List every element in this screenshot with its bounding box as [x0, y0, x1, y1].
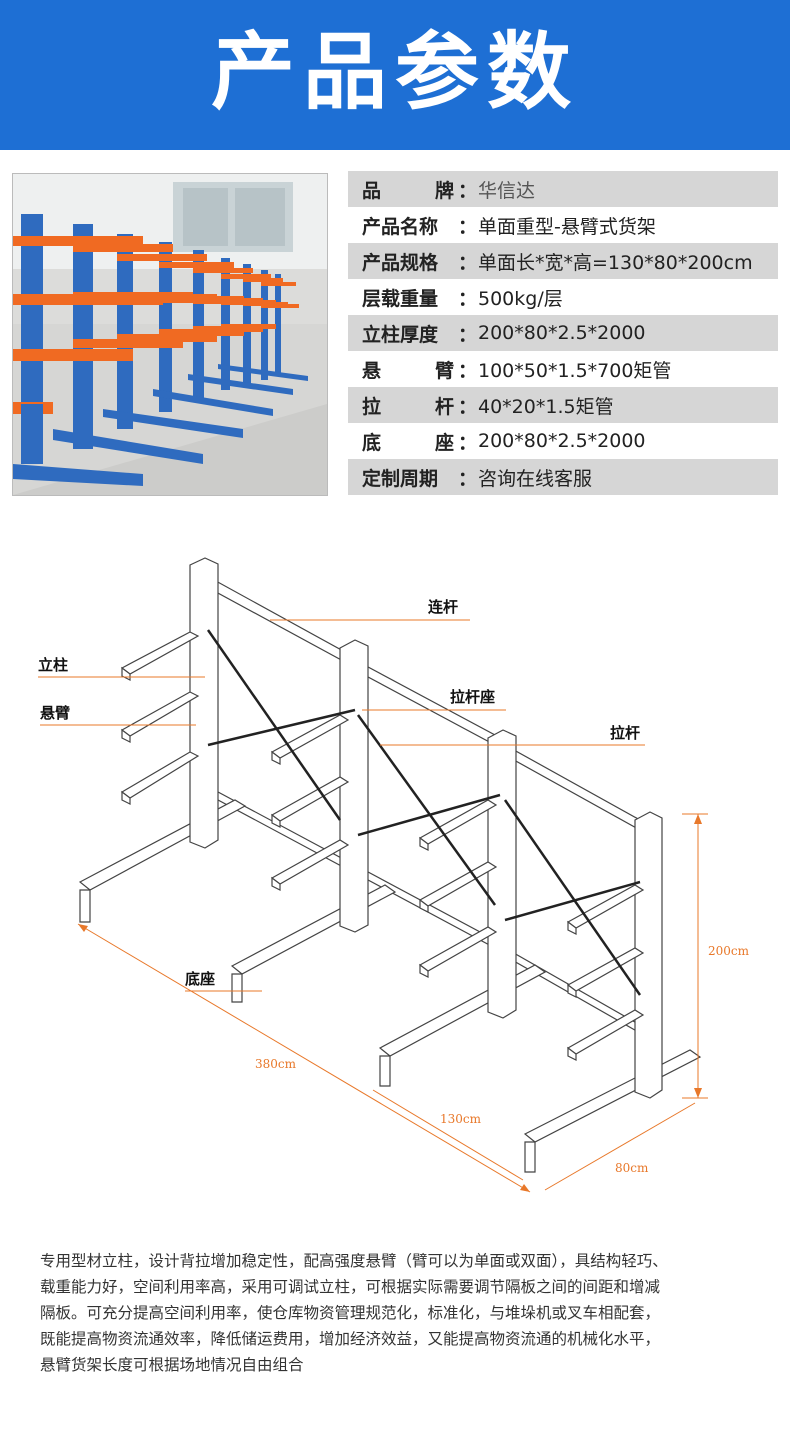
spec-label: 层载重量	[362, 287, 439, 310]
page-title: 产品参数	[210, 23, 579, 121]
spec-label: 底座	[362, 431, 454, 454]
label-la-gan: 拉杆	[610, 724, 640, 742]
spec-label: 拉杆	[362, 395, 454, 418]
spec-row: 立柱厚度 ： 200*80*2.5*2000	[348, 315, 778, 351]
label-di-zuo: 底座	[185, 970, 215, 988]
spec-label: 品牌	[362, 179, 454, 202]
spec-row: 品牌 ： 华信达	[348, 171, 778, 207]
spec-separator: ：	[458, 431, 478, 454]
spec-value: 500kg/层	[478, 287, 563, 310]
dim-bay: 130cm	[440, 1112, 482, 1126]
header-banner: 产品参数	[0, 0, 790, 150]
spec-separator: ：	[458, 359, 478, 382]
spec-separator: ：	[458, 323, 478, 346]
description-line: 专用型材立柱，设计背拉增加稳定性，配高强度悬臂（臂可以为单面或双面），具结构轻巧…	[40, 1252, 668, 1270]
spec-value: 40*20*1.5矩管	[478, 395, 614, 418]
spec-value: 单面长*宽*高=130*80*200cm	[478, 251, 753, 274]
spec-row: 悬臂 ： 100*50*1.5*700矩管	[348, 351, 778, 387]
spec-value: 200*80*2.5*2000	[478, 430, 646, 452]
spec-row: 定制周期 ： 咨询在线客服	[348, 459, 778, 495]
description: 专用型材立柱，设计背拉增加稳定性，配高强度悬臂（臂可以为单面或双面），具结构轻巧…	[40, 1248, 760, 1378]
spec-label: 悬臂	[362, 359, 454, 382]
product-photo	[12, 173, 328, 496]
dim-length: 380cm	[255, 1057, 297, 1071]
spec-value: 单面重型-悬臂式货架	[478, 215, 656, 238]
spec-label: 产品规格	[362, 251, 439, 274]
spec-separator: ：	[458, 179, 478, 202]
rack-diagram-drawing: 连杆 立柱 悬臂 拉杆座 拉杆 底座 200cm 380cm 130cm 80c…	[38, 557, 750, 1193]
spec-label: 定制周期	[362, 467, 439, 490]
spec-separator: ：	[458, 467, 478, 490]
spec-row: 拉杆 ： 40*20*1.5矩管	[348, 387, 778, 423]
spec-row: 层载重量 ： 500kg/层	[348, 279, 778, 315]
spec-separator: ：	[458, 215, 478, 238]
spec-row: 产品规格 ： 单面长*宽*高=130*80*200cm	[348, 243, 778, 279]
description-line: 既能提高物资流通效率，降低储运费用，增加经济效益，又能提高物资流通的机械化水平，	[40, 1330, 661, 1348]
spec-separator: ：	[458, 287, 478, 310]
description-line: 悬臂货架长度可根据场地情况自由组合	[40, 1356, 304, 1374]
spec-value: 100*50*1.5*700矩管	[478, 359, 672, 382]
spec-separator: ：	[458, 395, 478, 418]
spec-label: 立柱厚度	[362, 323, 439, 346]
spec-value: 200*80*2.5*2000	[478, 322, 646, 344]
description-line: 隔板。可充分提高空间利用率，使仓库物资管理规范化，标准化，与堆垛机或叉车相配套，	[40, 1304, 661, 1322]
dim-height: 200cm	[708, 944, 750, 958]
label-li-zhu: 立柱	[38, 656, 68, 674]
label-xuan-bi: 悬臂	[40, 704, 70, 722]
spec-row: 产品名称 ： 单面重型-悬臂式货架	[348, 207, 778, 243]
spec-value: 华信达	[478, 179, 536, 202]
spec-value: 咨询在线客服	[478, 467, 593, 490]
label-lian-gan: 连杆	[428, 598, 458, 616]
spec-row: 底座 ： 200*80*2.5*2000	[348, 423, 778, 459]
spec-table: 品牌 ： 华信达 产品名称 ： 单面重型-悬臂式货架 产品规格 ： 单面长*宽*…	[348, 171, 778, 495]
dim-depth: 80cm	[615, 1161, 649, 1175]
rack-diagram: 连杆 立柱 悬臂 拉杆座 拉杆 底座 200cm 380cm 130cm 80c…	[0, 530, 790, 1220]
description-line: 载重能力好，空间利用率高，采用可调试立柱，可根据实际需要调节隔板之间的间距和增减	[40, 1278, 661, 1296]
spec-label: 产品名称	[362, 215, 439, 238]
spec-separator: ：	[458, 251, 478, 274]
label-la-gan-zuo: 拉杆座	[450, 688, 495, 706]
product-photo-image	[13, 174, 327, 495]
